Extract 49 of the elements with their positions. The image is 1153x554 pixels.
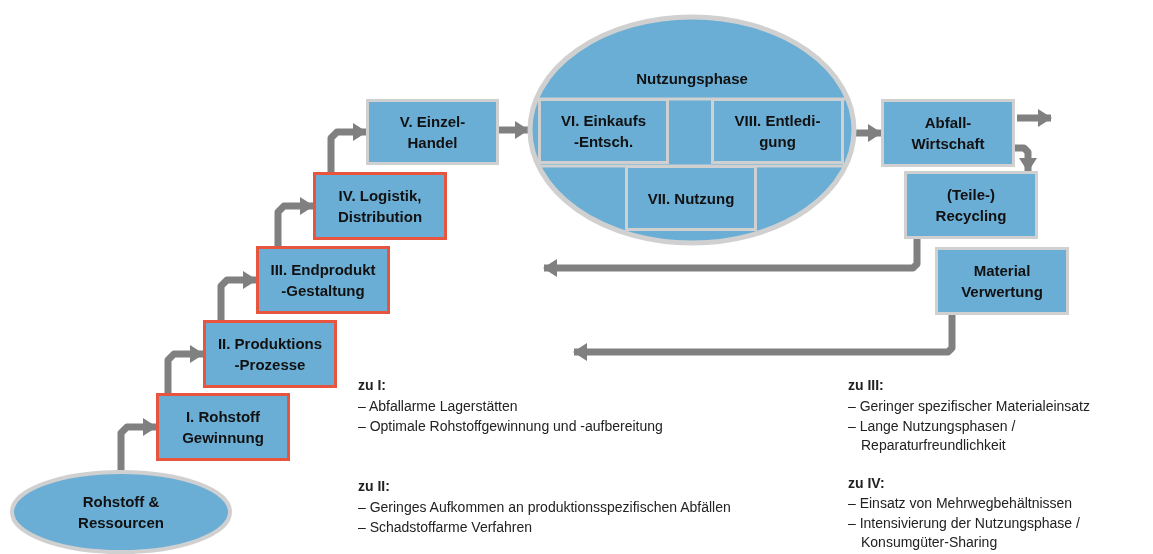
process-box [313, 172, 447, 240]
arrow [274, 197, 314, 246]
process-box [203, 320, 337, 388]
arrow [327, 123, 367, 172]
process-box [711, 98, 844, 164]
arrow [117, 418, 157, 472]
phase-title: Nutzungsphase [635, 70, 749, 87]
arrow [573, 315, 956, 361]
arrow [499, 121, 529, 139]
arrow [1015, 144, 1037, 172]
note-heading: zu I: [358, 376, 386, 395]
note-text: – Schadstoffarme Verfahren [358, 518, 533, 537]
arrow [1017, 109, 1052, 127]
node-label: VI. Einkaufs -Entsch. [560, 111, 647, 152]
node-label: VIII. Entledi- gung [733, 111, 822, 152]
phase-ellipse [527, 14, 857, 246]
node-label: V. Einzel- Handel [398, 112, 467, 153]
node-label: Rohstoff & Ressourcen [77, 492, 165, 533]
node-label: Abfall- Wirtschaft [910, 113, 986, 154]
arrow [543, 239, 921, 277]
note-heading: zu IV: [848, 474, 885, 493]
node-label: IV. Logistik, Distribution [336, 186, 424, 227]
note-heading: zu III: [848, 376, 884, 395]
arrow [164, 345, 204, 393]
arrow [855, 124, 882, 142]
note-text: – Abfallarme Lagerstätten [358, 397, 518, 416]
node-label: Material Verwertung [960, 261, 1044, 302]
process-box [366, 99, 499, 165]
note-text: – Optimale Rohstoffgewinnung und -aufbereitung [358, 417, 663, 436]
process-box [156, 393, 290, 461]
arrow [217, 271, 257, 320]
process-box [904, 171, 1038, 239]
note-text: – Geringer spezifischer Materialeinsatz [848, 397, 1090, 416]
note-text: – Lange Nutzungsphasen / Reparaturfreundlichkeit [848, 417, 1017, 455]
node-label: VII. Nutzung [646, 188, 736, 209]
process-box [881, 99, 1015, 167]
note-text: – Geringes Aufkommen an produktionsspezifischen Abfällen [358, 498, 731, 517]
note-text: – Intensivierung der Nutzungsphase / Konsumgüter-Sharing [848, 514, 1081, 552]
process-box [935, 247, 1069, 315]
process-box [256, 246, 390, 314]
node-label: III. Endprodukt -Gestaltung [269, 260, 377, 301]
process-box [538, 98, 669, 164]
node-label: II. Produktions -Prozesse [216, 334, 324, 375]
note-text: – Einsatz von Mehrwegbehältnissen [848, 494, 1073, 513]
process-box [625, 165, 757, 231]
node-label: (Teile-) Recycling [934, 185, 1008, 226]
note-heading: zu II: [358, 477, 390, 496]
ellipse-node [10, 470, 232, 554]
node-label: I. Rohstoff Gewinnung [181, 407, 265, 448]
